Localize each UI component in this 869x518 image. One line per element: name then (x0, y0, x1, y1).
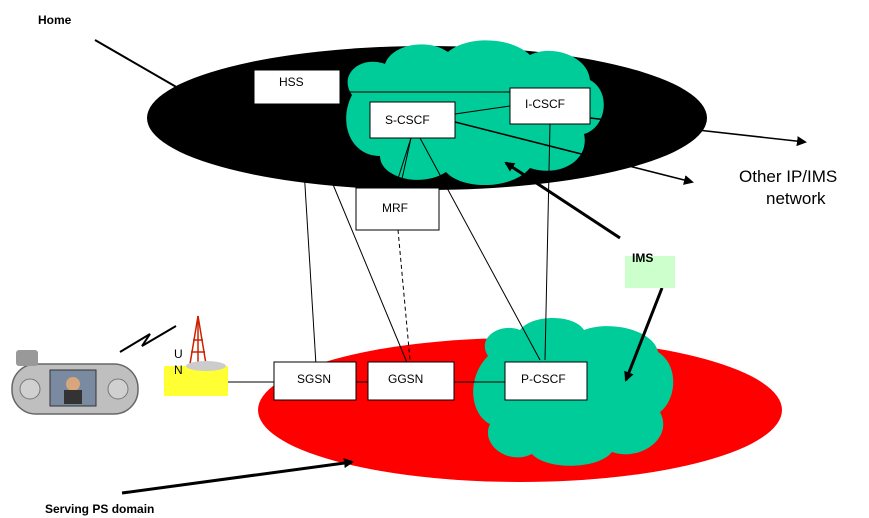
svg-text:GGSN: GGSN (388, 372, 423, 386)
link-scscf-sgsn (321, 157, 409, 366)
arrow-scscf-other-network (454, 121, 694, 185)
svg-text:SGSN: SGSN (297, 372, 331, 386)
node-p-cscf: P-CSCF (504, 361, 588, 401)
svg-text:P-CSCF: P-CSCF (521, 372, 566, 386)
ims-label-box (625, 256, 675, 288)
mobile-phone-icon (11, 350, 139, 415)
node-s-cscf: S-CSCF (369, 101, 456, 139)
connections (228, 91, 551, 383)
antenna-tower-icon (189, 315, 207, 365)
arrow-serving-domain (121, 458, 354, 495)
node-i-cscf: I-CSCF (509, 87, 591, 125)
home-label: Home (38, 13, 72, 27)
radio-link-icon (119, 325, 177, 353)
utran-box (164, 366, 228, 396)
serving-domain-label: Serving PS domain (45, 502, 154, 516)
ims-label: IMS (632, 251, 653, 265)
link-icscf-pcscf (544, 123, 551, 361)
node-hss: HSS (253, 69, 341, 105)
link-mrf-ggsn (397, 229, 411, 361)
svg-text:S-CSCF: S-CSCF (385, 113, 430, 127)
arrow-ims-to-home-cloud (504, 161, 621, 240)
node-mrf: MRF (355, 187, 440, 231)
link-scscf-mrf (394, 137, 412, 189)
node-sgsn: SGSN (273, 361, 357, 401)
other-network-label-line1: Other IP/IMS (739, 167, 837, 186)
utran-label-n: N (174, 363, 183, 377)
link-scscf-pcscf (419, 137, 541, 361)
link-hss-sgsn (299, 103, 317, 366)
home-ims-cloud (346, 40, 604, 186)
arrow-ims-to-serving-cloud (624, 287, 664, 382)
link-scscf-mrf-2 (399, 137, 412, 189)
svg-text:MRF: MRF (382, 201, 408, 215)
node-ggsn: GGSN (367, 361, 455, 401)
svg-text:HSS: HSS (279, 75, 304, 89)
utran-label-u: U (174, 347, 183, 361)
svg-text:I-CSCF: I-CSCF (525, 97, 565, 111)
arrow-icscf-other-network (589, 117, 807, 147)
antenna-base (186, 361, 226, 371)
home-pointer-line (94, 39, 186, 93)
link-scscf-icscf (454, 105, 511, 115)
other-network-label-line2: network (766, 189, 826, 208)
